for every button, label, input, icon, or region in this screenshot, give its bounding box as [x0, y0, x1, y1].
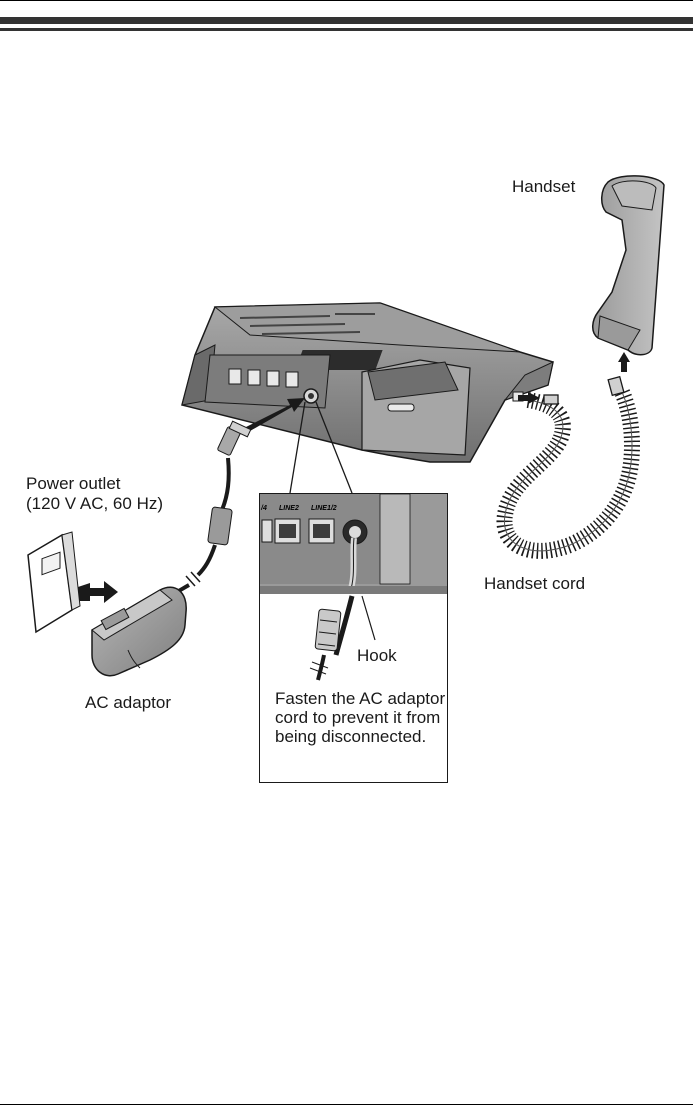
- label-handset: Handset: [512, 177, 575, 197]
- top-rule: [0, 0, 693, 1]
- label-ac-adaptor: AC adaptor: [85, 693, 171, 713]
- ac-adaptor-cable: [170, 421, 251, 595]
- wall-outlet: [28, 532, 80, 632]
- bottom-rule: [0, 1104, 693, 1105]
- handset-cord: [504, 377, 632, 551]
- label-power-outlet: Power outlet (120 V AC, 60 Hz): [26, 474, 163, 514]
- label-fasten-note: Fasten the AC adaptor cord to prevent it…: [275, 689, 447, 746]
- header-bar-thin: [0, 28, 693, 31]
- handset: [593, 176, 664, 355]
- header-bar: [0, 17, 693, 33]
- label-handset-cord: Handset cord: [484, 574, 585, 594]
- header-bar-thick: [0, 17, 693, 24]
- label-hook: Hook: [357, 646, 397, 666]
